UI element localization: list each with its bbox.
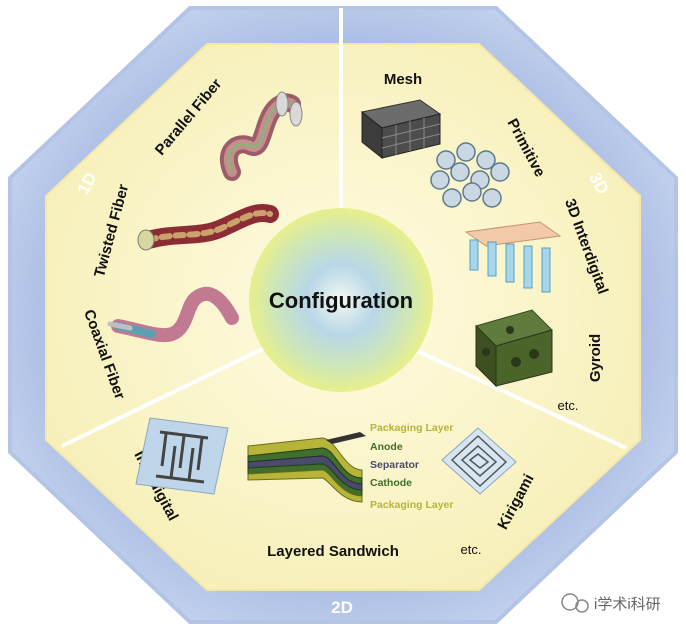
watermark: i学术i科研 [561, 593, 661, 613]
gyroid-image [475, 309, 553, 388]
mesh-label: Mesh [384, 71, 422, 88]
layer-label-packaging-bottom: Packaging Layer [370, 499, 453, 511]
etc-3d-label: etc. [558, 398, 579, 413]
layered-sandwich-image [247, 432, 366, 503]
gyroid-label: Gyroid [587, 334, 604, 382]
center-disc [249, 208, 433, 392]
layer-label-cathode: Cathode [370, 477, 412, 489]
center-label: Configuration [269, 288, 413, 313]
coaxial-fiber-image [107, 286, 239, 342]
divider-left [61, 336, 286, 448]
layer-label-separator: Separator [370, 459, 419, 471]
interdigital-3d-image [464, 221, 562, 293]
layered-sandwich-label: Layered Sandwich [267, 543, 399, 560]
kirigami-image [441, 427, 517, 495]
etc-2d-label: etc. [461, 542, 482, 557]
section-2d-label: 2D [331, 598, 353, 617]
interdigital-2d-image [135, 417, 229, 495]
divider-right [397, 340, 627, 450]
primitive-image [430, 142, 510, 208]
twisted-fiber-image [137, 204, 279, 251]
layer-label-packaging-top: Packaging Layer [370, 422, 453, 434]
layer-label-anode: Anode [370, 441, 403, 453]
mesh-image [360, 99, 442, 160]
watermark-text: i学术i科研 [594, 596, 661, 613]
parallel-fiber-image [219, 91, 303, 181]
